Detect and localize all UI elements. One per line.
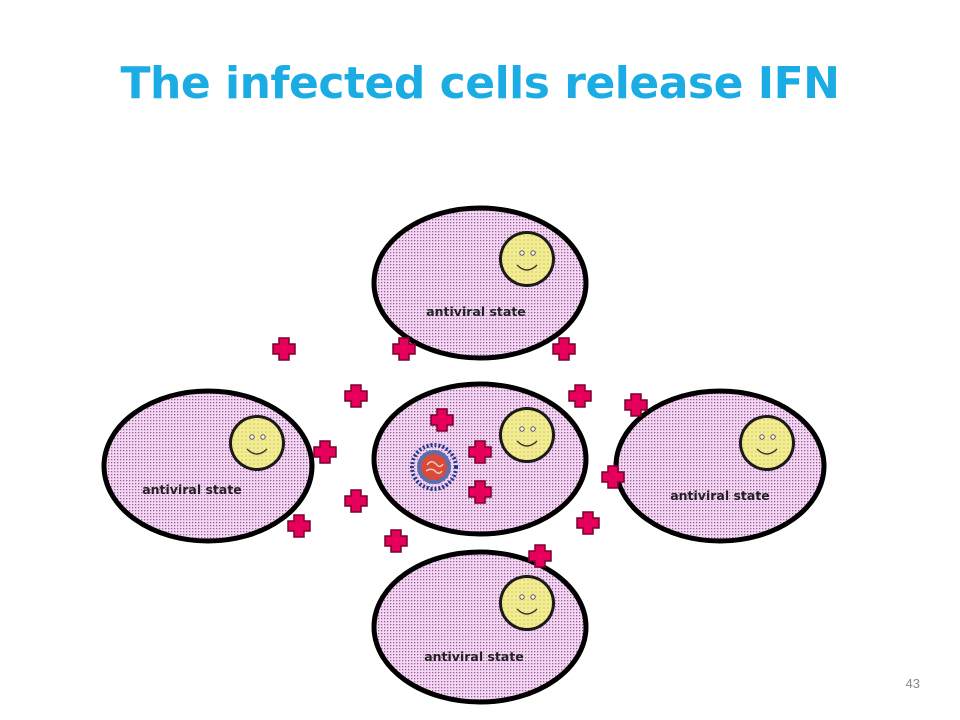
ifn-plus-icon xyxy=(576,511,600,535)
nucleus-smiley-icon xyxy=(739,415,795,471)
virus-icon xyxy=(410,443,458,491)
ifn-plus-icon xyxy=(430,408,454,432)
ifn-plus-icon xyxy=(601,465,625,489)
cell-label: antiviral state xyxy=(670,488,770,503)
cell-label: antiviral state xyxy=(424,649,524,664)
page-number: 43 xyxy=(905,676,920,691)
cell-membrane xyxy=(371,205,589,361)
ifn-plus-icon xyxy=(528,544,552,568)
ifn-plus-icon xyxy=(624,393,648,417)
cell-membrane xyxy=(371,549,589,705)
ifn-plus-icon xyxy=(344,384,368,408)
nucleus-smiley-icon xyxy=(499,407,555,463)
ifn-plus-icon xyxy=(568,384,592,408)
ifn-plus-icon xyxy=(468,480,492,504)
ifn-plus-icon xyxy=(384,529,408,553)
ifn-plus-icon xyxy=(344,489,368,513)
ifn-plus-icon xyxy=(552,337,576,361)
cell-membrane xyxy=(101,388,315,544)
ifn-markers xyxy=(272,337,648,568)
cell-membrane xyxy=(613,388,827,544)
ifn-plus-icon xyxy=(287,514,311,538)
cell-label: antiviral state xyxy=(142,482,242,497)
cell-left: antiviral state xyxy=(101,388,315,544)
cell-bottom: antiviral state xyxy=(371,549,589,705)
ifn-plus-icon xyxy=(272,337,296,361)
nucleus-smiley-icon xyxy=(499,231,555,287)
slide-title: The infected cells release IFN xyxy=(120,58,840,109)
ifn-plus-icon xyxy=(392,337,416,361)
nucleus-smiley-icon xyxy=(229,415,285,471)
ifn-plus-icon xyxy=(468,440,492,464)
ifn-plus-icon xyxy=(313,440,337,464)
nucleus-smiley-icon xyxy=(499,575,555,631)
cell-label: antiviral state xyxy=(426,304,526,319)
cell-top: antiviral state xyxy=(371,205,589,361)
cell-right: antiviral state xyxy=(613,388,827,544)
